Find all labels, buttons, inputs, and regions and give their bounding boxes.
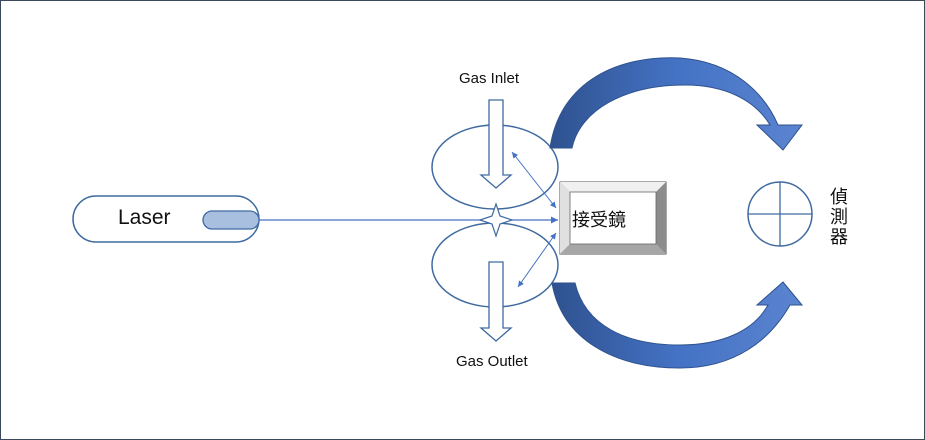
scatter-arrow-upper: [511, 151, 557, 209]
gas-outlet-label: Gas Outlet: [456, 353, 528, 370]
gas-outlet-arrow: [479, 261, 513, 342]
gas-inlet-label: Gas Inlet: [459, 70, 520, 87]
receiver-label: 接受鏡: [572, 210, 626, 231]
scatter-arrow-lower: [517, 232, 557, 288]
receiver-box: [559, 181, 667, 255]
detector-symbol: [747, 181, 813, 247]
focus-star: [478, 202, 514, 238]
lower-curved-arrow: [551, 281, 804, 369]
laser-emitter: [202, 210, 260, 230]
laser-label: Laser: [118, 206, 171, 229]
detector-label: 偵 測 器: [830, 187, 848, 248]
gas-inlet-arrow: [479, 99, 513, 189]
upper-curved-arrow: [549, 57, 804, 151]
